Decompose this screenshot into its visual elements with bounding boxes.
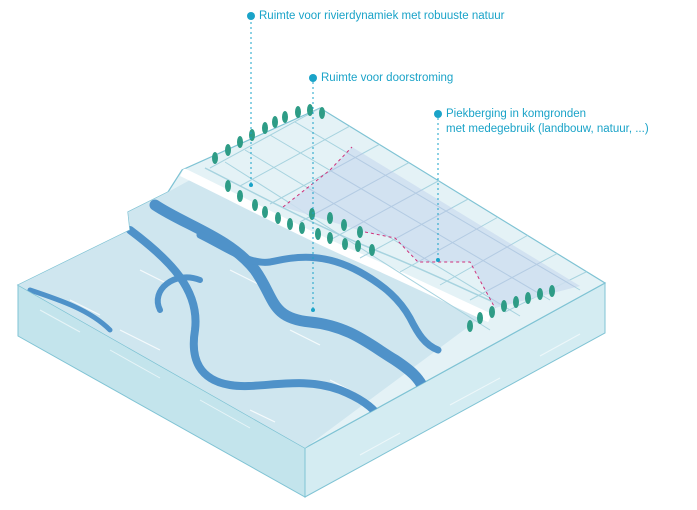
label-dot-rivierdynamiek xyxy=(247,12,255,20)
river-bank xyxy=(180,167,492,323)
river-side-channel-2 xyxy=(196,231,442,354)
label-piekberging-line1: Piekberging in komgronden xyxy=(446,108,587,120)
leader-lines xyxy=(250,22,439,310)
label-doorstroming: Ruimte voor doorstroming xyxy=(321,72,454,84)
river-oxbow xyxy=(154,274,203,313)
dike-line xyxy=(204,167,501,306)
storage-area xyxy=(283,147,580,308)
river-lower-channel xyxy=(27,287,113,333)
storage-boundary xyxy=(282,146,496,309)
tree-row-middle xyxy=(225,180,375,256)
tree-row-top xyxy=(212,104,325,164)
trees xyxy=(212,104,555,332)
label-dot-piekberging xyxy=(434,110,442,118)
river-side-channel-1 xyxy=(126,226,384,422)
label-dot-doorstroming xyxy=(309,74,317,82)
label-piekberging-line2: met medegebruik (landbouw, natuur, ...) xyxy=(446,123,649,135)
label-rivierdynamiek: Ruimte voor rivierdynamiek met robuuste … xyxy=(259,10,505,22)
leader-end-dots xyxy=(249,183,440,312)
tree-row-right xyxy=(467,285,555,332)
floodplain-zone xyxy=(18,180,480,448)
side-texture xyxy=(39,309,581,456)
